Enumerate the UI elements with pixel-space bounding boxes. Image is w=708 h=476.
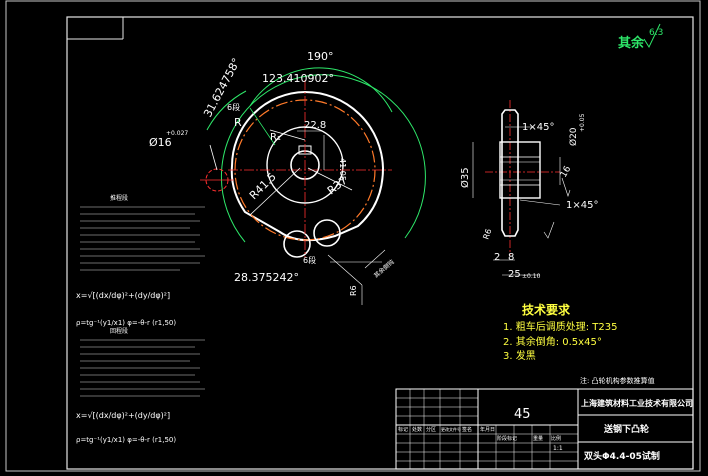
title-mini-1: 重量: [533, 435, 543, 442]
small-note-leader: [364, 249, 386, 269]
side-d25-tol: ±0.10: [522, 273, 541, 280]
side-r6: R6: [481, 228, 493, 241]
formula-block-b: [80, 339, 205, 397]
roller-left: [283, 230, 311, 258]
label-six-seg-b: 6段: [303, 255, 316, 265]
side-flange: [501, 109, 519, 237]
label-r: R: [234, 116, 242, 129]
dim-190: 190°: [307, 50, 334, 63]
r37-line: [307, 167, 353, 191]
title-drawing-no: 双头Φ4.4-05试制: [584, 450, 660, 462]
dim-r1: R₁: [270, 132, 281, 143]
tech-title: 技术要求: [522, 302, 571, 317]
label-six-seg-a: 6段: [227, 102, 240, 112]
roller-right: [313, 219, 341, 247]
title-mark-3: 更改文件号: [441, 426, 461, 432]
formula-notes: 推程段 x=√[(dx/dφ)²+(dy/dφ)²] ρ=tg⁻¹(y1/x1)…: [76, 194, 205, 444]
cam-side-view: 1×45° 1×45° Ø35 Ø20 +0.05 16 2 8 25 ±0.1…: [459, 100, 598, 280]
side-hub: [499, 141, 541, 199]
tech-item-2: 2. 其余倒角: 0.5x45°: [503, 335, 602, 348]
title-scale: 45: [514, 407, 531, 422]
formula-eq-b-2: ρ=tg⁻¹(y1/x1) φ=-θ-r (r1,50): [76, 436, 176, 444]
side-chamfer-a: 1×45°: [522, 122, 554, 133]
r41-line: [249, 167, 301, 216]
tech-item-3: 3. 发黑: [503, 349, 536, 362]
side-bore: [499, 156, 541, 186]
inner-border: [66, 16, 694, 470]
chamfer-b-leader: [519, 199, 561, 206]
title-part-name: 送钢下凸轮: [603, 423, 649, 435]
r1-line: [269, 129, 306, 141]
arc-123-dimension: [249, 67, 393, 113]
title-frame: [395, 388, 694, 470]
arc-31-dimension: [206, 90, 247, 131]
formula-eq-b: ρ=tg⁻¹(y1/x1) φ=-θ-r (r1,50): [76, 319, 176, 327]
dim-28: 28.375242°: [234, 271, 299, 284]
side-chamfer-b: 1×45°: [566, 200, 598, 211]
title-mini-2: 比例: [551, 435, 561, 442]
r-leader: [249, 107, 276, 146]
label-r6-bottom: R6: [349, 285, 358, 296]
side-d2: 2: [494, 252, 500, 263]
tech-requirements: 技术要求 1. 粗车后调质处理: T235 2. 其余倒角: 0.5x45° 3…: [503, 302, 617, 362]
dim-123: 123.410902°: [262, 72, 334, 85]
side-d25: 25: [508, 269, 521, 280]
title-sheet: 1:1: [553, 445, 563, 452]
side-d8: 8: [508, 252, 514, 263]
title-caption: 注: 凸轮机构参数推算值: [580, 376, 655, 385]
title-mark-1: 处数: [412, 426, 422, 433]
title-block: 注: 凸轮机构参数推算值 45 上海建筑材料工业技术有限公司 送钢下凸轮 双头Φ…: [395, 376, 694, 470]
cam-front-view: 190° 123.410902° 31.624758° 28.375242° Ø…: [149, 50, 426, 305]
side-roughness-b: [543, 221, 555, 239]
title-mark-5: 年月日: [480, 426, 495, 433]
dim-22: 22.8: [304, 120, 326, 131]
side-d16: 16: [559, 164, 574, 179]
dim-41: 41.05: [338, 158, 347, 181]
outer-border: [5, 0, 701, 472]
side-dia35: Ø35: [459, 167, 471, 188]
title-mark-4: 签名: [462, 426, 472, 433]
title-mark-2: 分区: [426, 426, 436, 433]
dia16-leader: [209, 144, 218, 171]
formula-eq-a: x=√[(dx/dφ)²+(dy/dφ)²]: [76, 291, 170, 300]
side-dia20: Ø20: [568, 127, 579, 146]
dim-dia16-tol: +0.027: [166, 130, 188, 137]
dim-dia16: Ø16: [149, 136, 172, 149]
tech-item-1: 1. 粗车后调质处理: T235: [503, 320, 617, 333]
small-note: 其余倒钝: [372, 258, 396, 280]
side-dia20-tol: +0.05: [579, 113, 586, 132]
formula-eq-a-2: x=√[(dx/dφ)²+(dy/dφ)²]: [76, 411, 170, 420]
arc-190-dimension: [220, 74, 426, 243]
title-grid: [396, 389, 578, 469]
title-mini-0: 阶段标记: [497, 435, 517, 442]
title-mark-0: 标记: [398, 426, 408, 433]
formula-title-b: 回程段: [110, 327, 128, 335]
r6-leader: [327, 254, 363, 286]
formula-block-a: [80, 206, 205, 271]
title-company: 上海建筑材料工业技术有限公司: [581, 398, 693, 408]
roughness-label: 其余: [618, 35, 645, 51]
formula-title-a: 推程段: [110, 194, 128, 202]
roughness-symbol: [643, 23, 661, 49]
hub-circle: [266, 126, 344, 204]
side-roughness-a: [561, 177, 571, 197]
